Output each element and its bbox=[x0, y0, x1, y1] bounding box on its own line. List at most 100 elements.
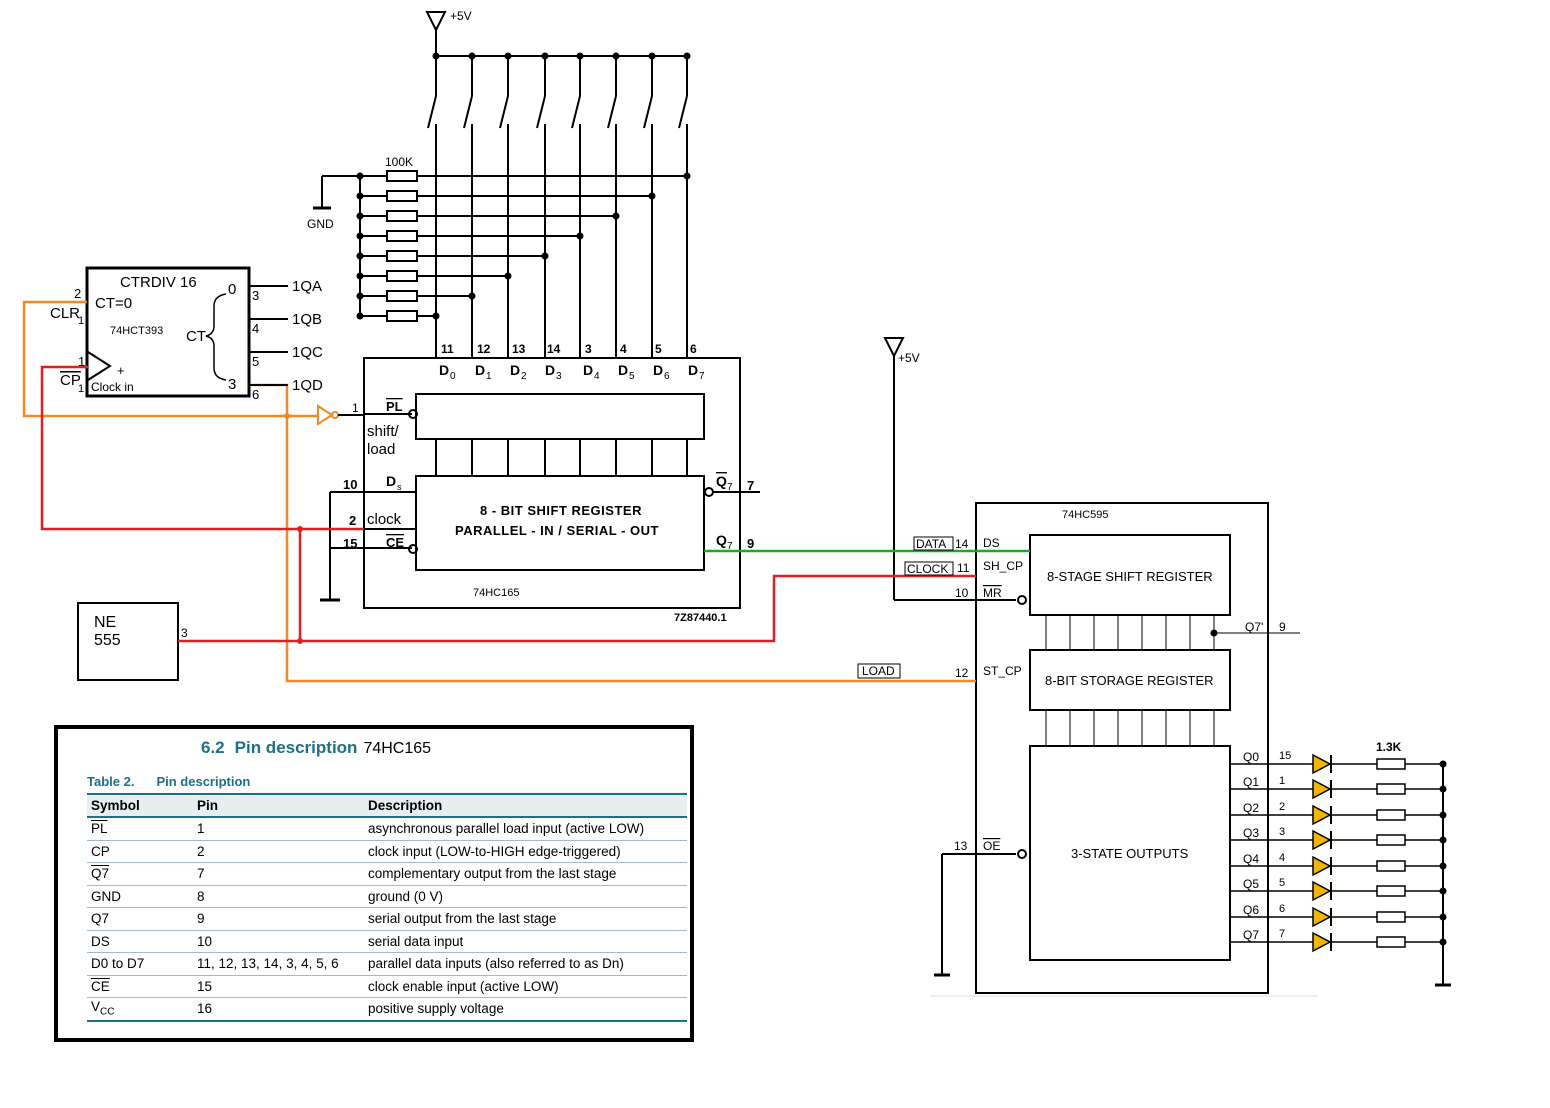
counter-output-pin-0: 3 bbox=[252, 288, 259, 303]
desc-cell: parallel data inputs (also referred to a… bbox=[364, 952, 687, 976]
load-tag: LOAD bbox=[862, 664, 895, 678]
junction-dot bbox=[1439, 785, 1447, 793]
data-input-3: D bbox=[545, 362, 555, 378]
data-sub-5: 5 bbox=[629, 371, 635, 382]
led-resistor-7 bbox=[1376, 936, 1406, 948]
section-chip: 74HC165 bbox=[363, 740, 432, 757]
pin-cell: 16 bbox=[193, 997, 364, 1022]
output-stage-block bbox=[1029, 745, 1231, 961]
vcc-symbol-right bbox=[883, 337, 905, 359]
sh-cp-label: SH_CP bbox=[983, 559, 1023, 573]
pin-cell: 7 bbox=[193, 862, 364, 886]
q-output-pin-5: 5 bbox=[1279, 877, 1285, 889]
q-output-pin-0: 15 bbox=[1279, 750, 1291, 762]
mr-label: MR bbox=[983, 586, 1002, 600]
pulldown-resistor-6 bbox=[386, 190, 418, 202]
junction-dot bbox=[1439, 836, 1447, 844]
counter-output-name-1: 1QB bbox=[292, 311, 322, 328]
data-pin-1: 12 bbox=[477, 342, 491, 356]
junction-dot bbox=[356, 212, 364, 220]
col-pin: Pin bbox=[193, 793, 364, 818]
counter-plus: + bbox=[117, 363, 125, 378]
pin-cell: 10 bbox=[193, 930, 364, 953]
pulldown-resistor-0 bbox=[386, 310, 418, 322]
switch-4 bbox=[571, 95, 581, 129]
q7-label: Q bbox=[716, 532, 727, 548]
pulldown-resistor-4 bbox=[386, 230, 418, 242]
q-output-7: Q7 bbox=[1243, 928, 1259, 942]
symbol-cell: V bbox=[91, 999, 101, 1015]
led-resistor-2 bbox=[1376, 809, 1406, 821]
table-header-row: Symbol Pin Description bbox=[87, 793, 687, 818]
data-sub-0: 0 bbox=[450, 371, 456, 382]
col-symbol: Symbol bbox=[87, 793, 193, 818]
ce-label: CE bbox=[386, 535, 404, 550]
switch-0 bbox=[427, 95, 437, 129]
junction-dot bbox=[504, 52, 512, 60]
data-input-2: D bbox=[510, 362, 520, 378]
switch-3 bbox=[536, 95, 546, 129]
desc-cell: serial data input bbox=[364, 930, 687, 953]
st-cp-pin: 12 bbox=[955, 666, 969, 680]
data-input-7: D bbox=[688, 362, 698, 378]
led-resistor-1 bbox=[1376, 783, 1406, 795]
symbol-cell: Q7 bbox=[91, 866, 110, 882]
shift-load-label: shift/ bbox=[367, 423, 400, 440]
pl-pin: 1 bbox=[352, 401, 359, 415]
q7s-label: Q7' bbox=[1245, 620, 1263, 634]
q-output-2: Q2 bbox=[1243, 801, 1259, 815]
junction-dot bbox=[541, 252, 549, 260]
counter-ct: CT bbox=[186, 328, 206, 345]
junction-dot bbox=[356, 292, 364, 300]
shift-stage-block bbox=[1029, 534, 1231, 616]
junction-dot bbox=[576, 52, 584, 60]
chip-74hc165 bbox=[363, 357, 741, 609]
data-sub-6: 6 bbox=[664, 371, 670, 382]
led-7 bbox=[1312, 931, 1332, 953]
vcc-label-top: +5V bbox=[450, 9, 472, 23]
desc-cell: asynchronous parallel load input (active… bbox=[364, 817, 687, 841]
led-4 bbox=[1312, 855, 1332, 877]
q-output-pin-4: 4 bbox=[1279, 852, 1285, 864]
q7-pin: 9 bbox=[747, 536, 754, 551]
vcc-symbol-top bbox=[425, 11, 447, 33]
junction-dot bbox=[1439, 862, 1447, 870]
junction-dot bbox=[356, 172, 364, 180]
q-output-pin-6: 6 bbox=[1279, 903, 1285, 915]
oe-pin: 13 bbox=[954, 839, 968, 853]
junction-dot bbox=[1439, 811, 1447, 819]
pl-label: PL bbox=[386, 399, 403, 414]
switch-6 bbox=[643, 95, 653, 129]
data-input-6: D bbox=[653, 362, 663, 378]
junction-dot bbox=[541, 52, 549, 60]
led-resistor-0 bbox=[1376, 758, 1406, 770]
oe-label: OE bbox=[983, 839, 1000, 853]
chip-74hc595 bbox=[975, 502, 1269, 994]
pulldown-resistor-7 bbox=[386, 170, 418, 182]
shift-stage-title: 8-STAGE SHIFT REGISTER bbox=[1047, 569, 1213, 584]
symbol-subscript: CC bbox=[100, 1007, 115, 1019]
counter-bit-lo: 0 bbox=[228, 281, 236, 298]
q-output-pin-3: 3 bbox=[1279, 826, 1285, 838]
ds595-pin: 14 bbox=[955, 537, 969, 551]
data-sub-4: 4 bbox=[594, 371, 600, 382]
junction-dot bbox=[468, 52, 476, 60]
led-6 bbox=[1312, 906, 1332, 928]
q7n-pin: 7 bbox=[747, 478, 754, 493]
junction-dot bbox=[576, 232, 584, 240]
junction-dot bbox=[356, 232, 364, 240]
pulldown-resistor-2 bbox=[386, 270, 418, 282]
shift-subtitle: PARALLEL - IN / SERIAL - OUT bbox=[455, 523, 659, 538]
pulldown-resistor-label: 100K bbox=[385, 155, 413, 169]
junction-dot bbox=[1439, 887, 1447, 895]
junction-dot bbox=[683, 172, 691, 180]
clock-label: clock bbox=[367, 511, 402, 528]
ne555-line2: 555 bbox=[94, 632, 121, 649]
